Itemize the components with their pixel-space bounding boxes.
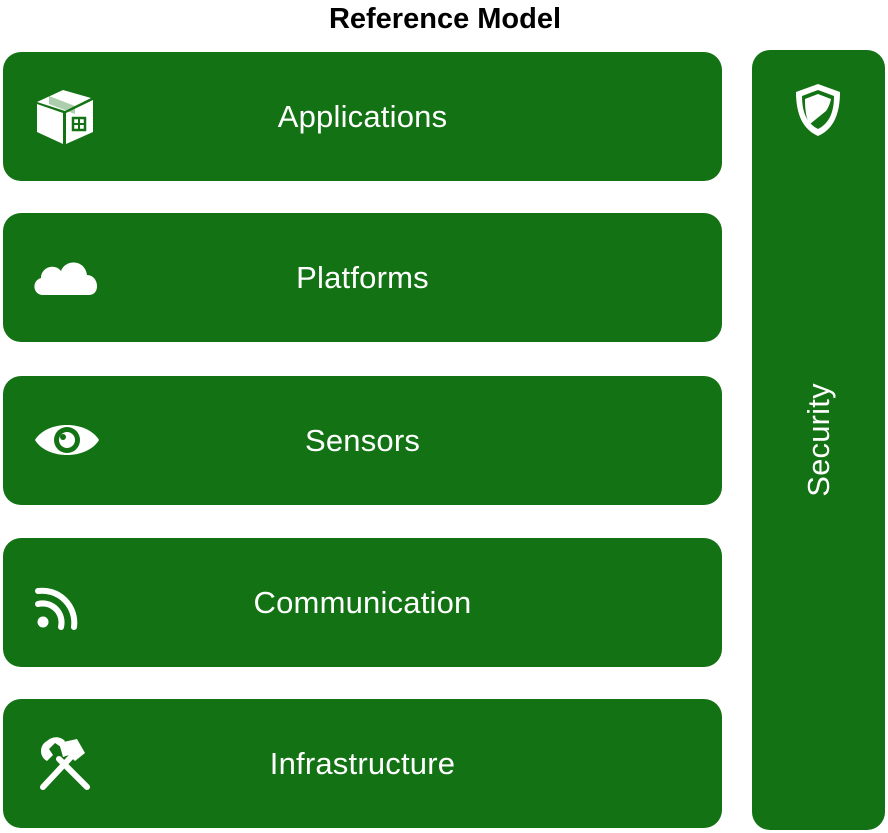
- package-icon: [29, 84, 105, 148]
- layer-applications: Applications: [3, 52, 722, 181]
- layer-communication: Communication: [3, 538, 722, 667]
- layer-sensors: Sensors: [3, 376, 722, 505]
- security-column: Security: [752, 50, 885, 830]
- layer-label: Platforms: [296, 259, 429, 295]
- diagram-title: Reference Model: [328, 3, 562, 35]
- eye-icon: [29, 408, 105, 472]
- security-label: Security: [800, 383, 836, 497]
- rss-feed-icon: [29, 570, 105, 634]
- layer-label: Applications: [277, 98, 448, 134]
- layer-platforms: Platforms: [3, 213, 722, 342]
- tools-icon: [29, 731, 105, 795]
- layer-infrastructure: Infrastructure: [3, 699, 722, 828]
- layer-label: Infrastructure: [269, 745, 456, 781]
- layer-label: Sensors: [304, 422, 421, 458]
- layer-label: Communication: [253, 584, 472, 620]
- cloud-icon: [29, 245, 105, 309]
- shield-icon: [790, 80, 846, 140]
